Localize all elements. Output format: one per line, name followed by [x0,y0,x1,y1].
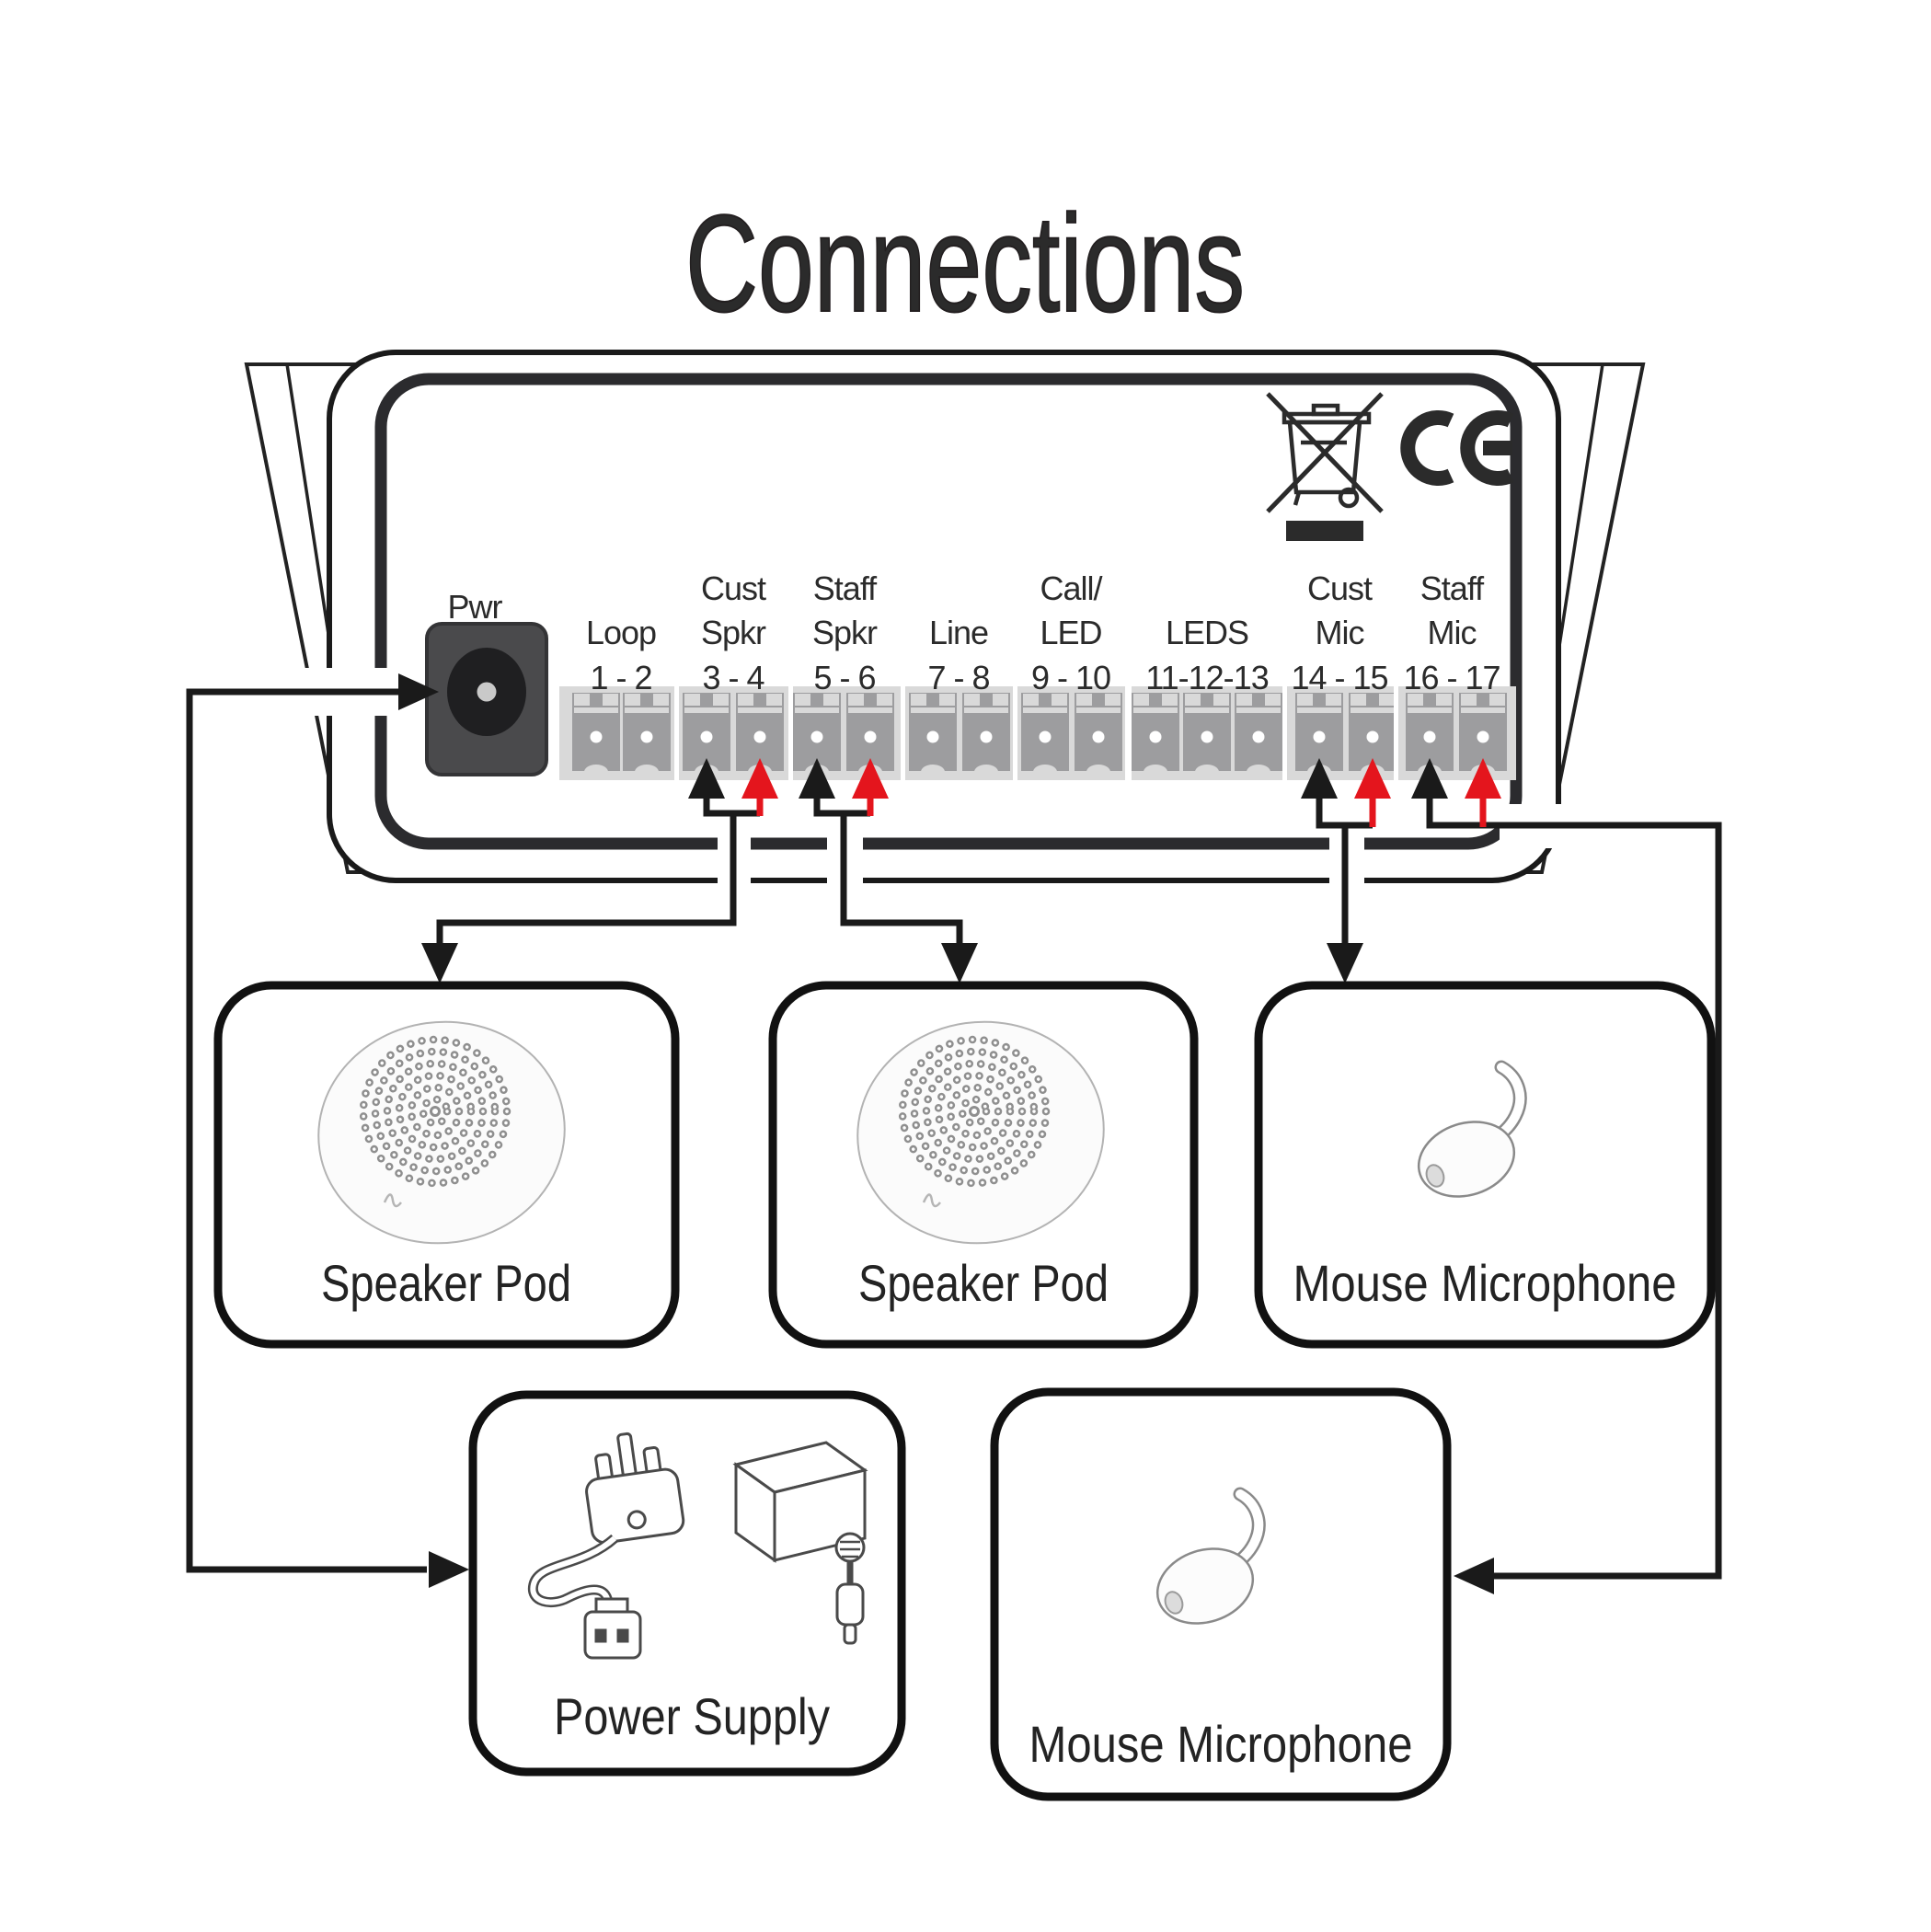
mouse-microphone-2-label: Mouse Microphone [1029,1715,1413,1773]
arrow-up-terminal-15-icon [1354,758,1391,799]
arrow-down-speaker-pod-1-icon [421,943,458,983]
terminal-labels: Pwr Loop 1 - 2 Cust Spkr 3 - 4 Staff Spk… [448,569,1501,696]
terminal-strip [559,686,1516,780]
arrow-up-terminal-4-icon [741,758,778,799]
mouse-microphone-1-box: Mouse Microphone [1254,981,1716,1349]
speaker-pod-1-box: Speaker Pod [213,981,680,1349]
arrow-left-mouse-mic-2-icon [1454,1558,1494,1594]
arrow-up-terminal-5-icon [799,758,835,799]
arrow-up-terminal-6-icon [852,758,889,799]
terminal-numbers-1-2: 1 - 2 [590,659,651,696]
arrow-up-terminal-16-icon [1411,758,1448,799]
terminal-label-loop: Loop [586,614,656,651]
mouse-microphone-2-box: Mouse Microphone [990,1387,1452,1801]
terminal-label-mic: Mic [1316,614,1365,651]
terminal-numbers-11-12-13: 11-12-13 [1145,659,1268,696]
arrow-right-power-supply-icon [429,1551,469,1588]
power-supply-label: Power Supply [554,1687,830,1745]
pwr-label: Pwr [448,588,503,626]
speaker-pod-2-label: Speaker Pod [858,1254,1109,1312]
arrow-up-terminal-17-icon [1465,758,1501,799]
terminal-numbers-16-17: 16 - 17 [1403,659,1500,696]
terminal-numbers-9-10: 9 - 10 [1031,659,1110,696]
arrow-right-power-jack-icon [398,673,439,710]
terminal-label-call: Call/ [1040,569,1102,607]
arrow-down-mouse-mic-1-icon [1327,943,1363,983]
wiring [186,673,1722,1594]
terminal-numbers-7-8: 7 - 8 [927,659,989,696]
speaker-pod-2-box: Speaker Pod [768,981,1199,1349]
mouse-microphone-1-label: Mouse Microphone [1293,1254,1677,1312]
terminal-label-spkr: Spkr [701,614,766,651]
component-boxes: Speaker Pod Speaker Pod Mouse Microphone [213,981,1716,1801]
wire-power [186,688,427,1573]
power-supply-box: Power Supply [468,1390,906,1777]
terminal-label-mic2: Mic [1428,614,1477,651]
speaker-pod-1-label: Speaker Pod [321,1254,571,1312]
arrow-down-speaker-pod-2-icon [941,943,978,983]
wire-staff-mic [1426,778,1722,1580]
weee-icon [1266,392,1384,541]
terminal-label-cust: Cust [701,569,766,607]
terminal-label-staff2: Staff [1420,569,1485,607]
terminal-numbers-3-4: 3 - 4 [702,659,764,696]
page-title: Connections [685,186,1245,340]
terminal-label-line: Line [929,614,988,651]
terminal-label-leds: LEDS [1166,614,1248,651]
power-supply-icon [527,1432,868,1660]
terminal-label-cust2: Cust [1307,569,1373,607]
device-rear-panel: Pwr Loop 1 - 2 Cust Spkr 3 - 4 Staff Spk… [244,350,1646,887]
terminal-numbers-14-15: 14 - 15 [1291,659,1387,696]
ce-mark [1400,410,1514,486]
terminal-label-spkr2: Spkr [812,614,878,651]
terminal-label-led: LED [1040,614,1101,651]
terminal-label-staff: Staff [813,569,878,607]
arrow-up-terminal-3-icon [688,758,725,799]
terminal-numbers-5-6: 5 - 6 [813,659,875,696]
arrow-up-terminal-14-icon [1301,758,1338,799]
power-jack [425,622,548,776]
